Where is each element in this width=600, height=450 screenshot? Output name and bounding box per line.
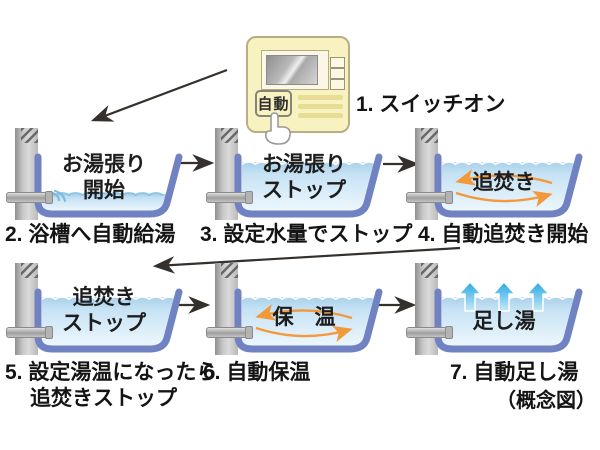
circulation-arrow-top	[255, 304, 353, 321]
tub-outline	[434, 153, 583, 218]
tub-step6-keep-warm: 保 温	[206, 263, 397, 385]
tub-text-line2: 開始	[83, 179, 125, 202]
tub-text-line1: お湯張り	[62, 153, 146, 176]
bathtub-graphic	[34, 288, 183, 353]
tub-text-line1: 保 温	[272, 306, 336, 329]
up-arrow	[526, 281, 550, 312]
faucet	[6, 326, 53, 339]
tub-step7-add-water: 足し湯	[406, 263, 597, 385]
tub-step3-fill-stop: お湯張り ストップ	[206, 128, 397, 250]
circulation-arrow-bottom	[455, 190, 553, 207]
hatch-mark	[21, 263, 38, 278]
bathtub-graphic	[34, 153, 183, 218]
water-surface	[241, 161, 377, 166]
water-surface	[241, 296, 377, 301]
pressing-hand-icon	[264, 112, 291, 145]
tub-text-line2: ストップ	[62, 312, 146, 335]
faucet	[406, 191, 453, 204]
bathtub-graphic	[234, 288, 383, 353]
hatch-mark	[21, 128, 38, 143]
tub-text: お湯張り 開始	[37, 152, 171, 204]
remote-controller: 自動	[246, 36, 350, 145]
tub-outline	[434, 288, 583, 353]
caption-step6: 6. 自動保温	[203, 361, 311, 384]
tub-text: 足し湯	[437, 309, 571, 335]
tub-text: お湯張り ストップ	[237, 152, 371, 204]
label-line	[298, 95, 343, 100]
faucet	[406, 326, 453, 339]
faucet	[206, 326, 253, 339]
tub-step2-fill-start: お湯張り 開始	[6, 128, 197, 250]
circulation-arrow-bottom	[255, 325, 353, 342]
hatch-mark	[221, 128, 238, 143]
caption-step5-line1: 5. 設定湯温になったら	[5, 361, 218, 384]
bathtub-graphic	[234, 153, 383, 218]
water-surface	[41, 296, 177, 301]
caption-step1: 1. スイッチオン	[356, 93, 506, 116]
water-full	[242, 162, 376, 211]
caption-step3: 3. 設定水量でストップ	[200, 223, 413, 246]
up-arrow	[458, 281, 482, 312]
side-button	[330, 79, 345, 90]
bathtub-graphic	[434, 153, 583, 218]
caption-step2: 2. 浴槽へ自動給湯	[5, 223, 176, 246]
display-frame	[261, 50, 329, 90]
tub-outline	[234, 153, 383, 218]
caption-step7: 7. 自動足し湯	[450, 361, 579, 384]
arrow-remote-to-step2	[90, 68, 228, 122]
water-surface	[41, 192, 164, 197]
caption-step5-line2: 追焚きストップ	[30, 387, 177, 410]
tub-text-line1: 足し湯	[472, 310, 536, 333]
up-arrow	[492, 281, 516, 312]
hatch-mark	[221, 263, 238, 278]
tub-outline	[34, 153, 183, 218]
side-button	[330, 68, 345, 79]
faucet	[206, 191, 253, 204]
water-surface	[441, 161, 577, 166]
caption-step4: 4. 自動追焚き開始	[418, 223, 589, 246]
tub-text: 追焚き	[437, 170, 571, 196]
tub-text: 保 温	[237, 305, 371, 331]
side-button	[330, 57, 345, 68]
tub-step4-reheat-start: 追焚き	[406, 128, 597, 250]
concept-note: （概念図）	[496, 390, 596, 412]
faucet	[6, 191, 53, 204]
tub-text-line1: 追焚き	[472, 171, 536, 194]
tub-text: 追焚き ストップ	[37, 285, 171, 337]
steam-up-arrows	[458, 281, 550, 312]
label-line	[298, 113, 343, 118]
tub-outline	[34, 288, 183, 353]
tub-text-line1: 追焚き	[72, 286, 136, 309]
label-line	[298, 104, 343, 109]
tub-step5-reheat-stop: 追焚き ストップ	[6, 263, 197, 385]
water-full	[42, 297, 176, 346]
hatch-mark	[421, 263, 438, 278]
tub-outline	[234, 288, 383, 353]
tub-text-line1: お湯張り	[262, 153, 346, 176]
tub-text-line2: ストップ	[262, 179, 346, 202]
display-screen	[266, 55, 318, 85]
bathtub-graphic	[434, 281, 583, 353]
circulation-arrow-top	[455, 169, 553, 186]
hatch-mark	[421, 128, 438, 143]
water-shallow	[42, 194, 169, 211]
